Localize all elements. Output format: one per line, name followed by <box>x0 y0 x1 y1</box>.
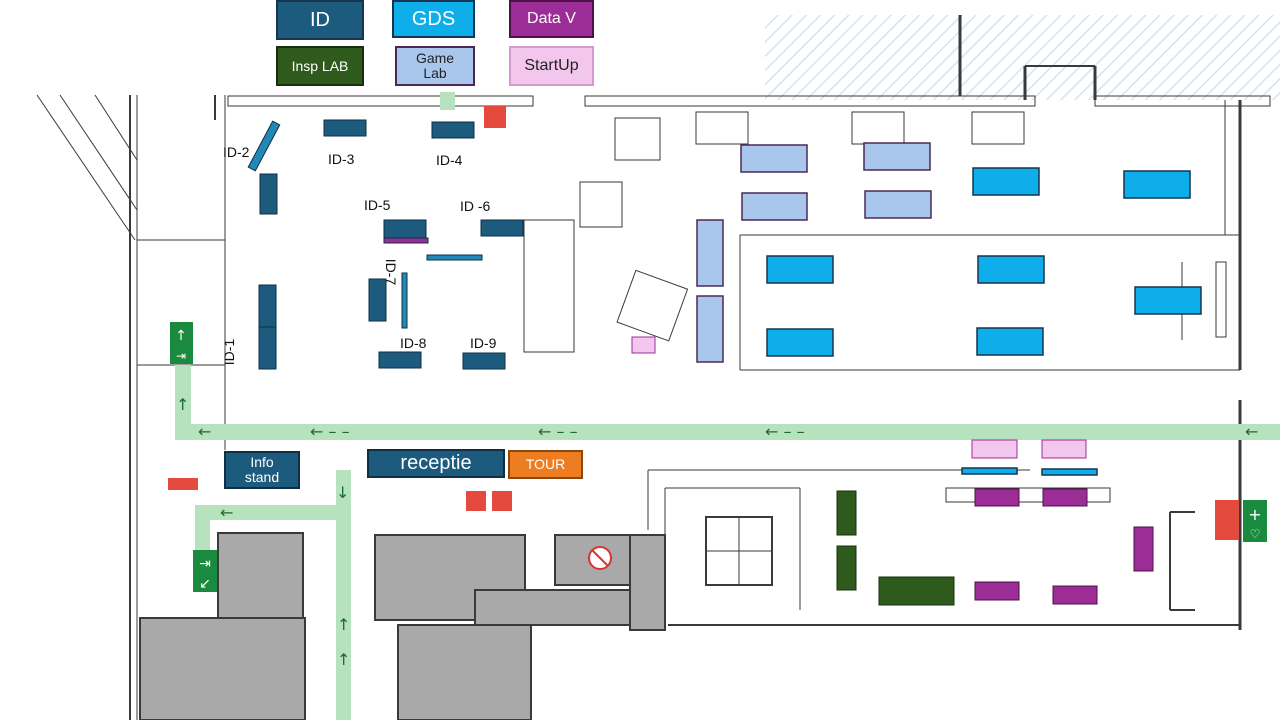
exterior-hatch <box>765 15 1280 100</box>
svg-text:⇥: ⇥ <box>199 556 211 572</box>
svg-text:←: ← <box>220 503 233 522</box>
svg-text:← – –: ← – – <box>538 422 578 441</box>
legend-datav-label: Data V <box>527 9 576 27</box>
receptie-label: receptie <box>400 452 472 474</box>
legend-id-label: ID <box>310 8 330 31</box>
booth-label-id6: ID -6 <box>460 198 491 214</box>
route-arrows: ← – – ← – – ← – – ← ← ↑ ↓ ← ↑ ↑ <box>176 395 1258 669</box>
tour-desk: TOUR <box>508 450 583 479</box>
legend-gds: GDS <box>392 0 475 38</box>
booth-label-id5: ID-5 <box>364 197 391 213</box>
booth-label-id8: ID-8 <box>400 335 427 351</box>
svg-text:←: ← <box>1245 422 1258 441</box>
service-rooms <box>139 532 666 720</box>
booth-label-id1: ID-1 <box>221 338 238 366</box>
gamelab-booths <box>696 142 932 363</box>
svg-text:←: ← <box>198 422 211 441</box>
svg-text:← – –: ← – – <box>310 422 350 441</box>
legend-insplab-label: Insp LAB <box>291 57 349 74</box>
svg-text:↑: ↑ <box>337 615 350 634</box>
insplab-booths <box>836 490 955 606</box>
datav-booths <box>974 488 1154 605</box>
startup-booths <box>631 336 1087 459</box>
legend-gamelab-label: Game Lab <box>415 50 455 81</box>
legend-gamelab: Game Lab <box>395 46 475 86</box>
info-stand-label: Info stand <box>244 454 280 485</box>
emergency-exit-icon: ↑ ⇥ ⇥ ↙ <box>170 322 217 592</box>
booth-label-id2: ID-2 <box>223 144 250 160</box>
legend-gds-label: GDS <box>411 7 456 30</box>
svg-text:+: + <box>1248 505 1261 524</box>
svg-text:♡: ♡ <box>1250 527 1261 541</box>
svg-text:↓: ↓ <box>336 483 349 502</box>
svg-text:← – –: ← – – <box>765 422 805 441</box>
route-paths <box>175 92 1280 720</box>
walls <box>36 15 1271 720</box>
svg-text:↑: ↑ <box>176 395 189 414</box>
booth-label-id3: ID-3 <box>328 151 355 167</box>
no-phone-icon <box>588 546 612 570</box>
tour-label: TOUR <box>525 456 566 473</box>
legend-startup: StartUp <box>509 46 594 86</box>
svg-text:⇥: ⇥ <box>176 349 186 363</box>
booth-label-id9: ID-9 <box>470 335 497 351</box>
svg-text:↙: ↙ <box>199 576 211 592</box>
legend-id: ID <box>276 0 364 40</box>
receptie-desk: receptie <box>367 449 505 478</box>
id-booths <box>247 119 524 370</box>
info-stand: Info stand <box>224 451 300 489</box>
booth-label-id4: ID-4 <box>436 152 463 168</box>
svg-text:↑: ↑ <box>337 650 350 669</box>
fire-extinguisher-icon <box>168 106 1239 540</box>
legend-startup-label: StartUp <box>524 56 579 74</box>
first-aid-icon: + ♡ <box>1243 500 1267 542</box>
legend-insplab: Insp LAB <box>276 46 364 86</box>
svg-text:↑: ↑ <box>175 328 187 344</box>
booth-label-id7: ID-7 <box>383 258 400 286</box>
legend-datav: Data V <box>509 0 594 38</box>
gds-booths <box>766 167 1202 476</box>
